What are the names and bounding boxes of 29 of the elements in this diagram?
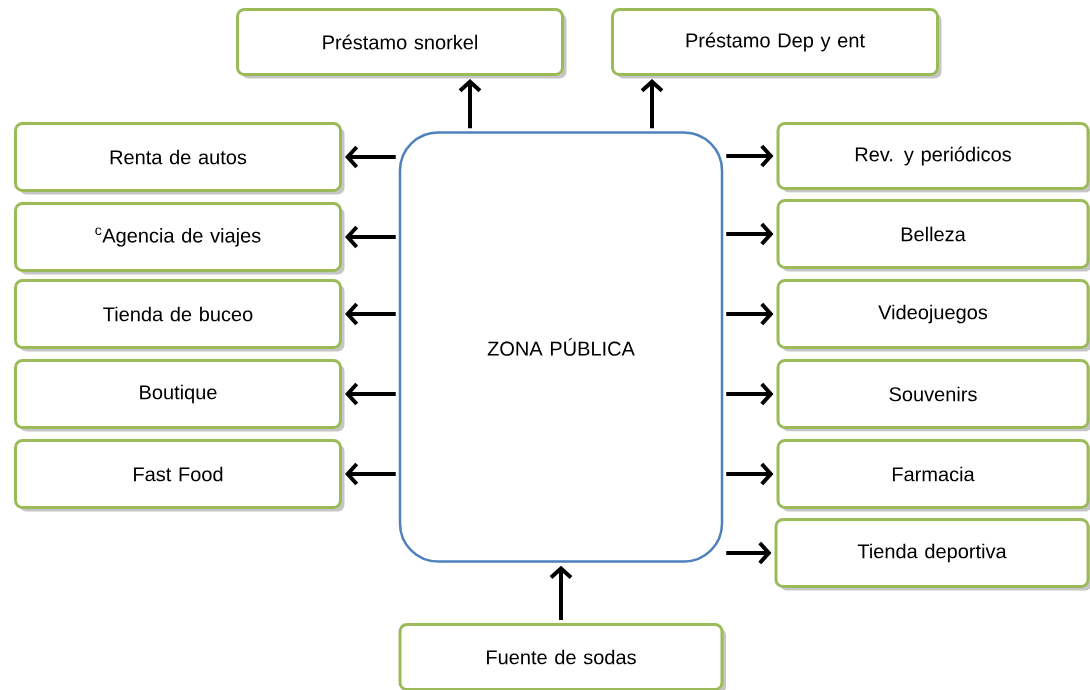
arrow [345, 382, 396, 406]
service-box: Renta de autos [14, 122, 345, 195]
arrow [726, 222, 774, 246]
service-box: Tienda de buceo [14, 279, 345, 352]
arrow [458, 79, 482, 129]
arrow [345, 302, 396, 326]
service-box: Boutique [14, 359, 345, 432]
arrow [640, 79, 664, 129]
service-box: Fast Food [14, 439, 345, 512]
service-box: Tienda deportiva [774, 518, 1090, 591]
arrow [726, 302, 774, 326]
arrow [726, 462, 774, 486]
zone-box: ZONA PÚBLICA [398, 131, 724, 563]
service-box: Préstamo Dep y ent [611, 8, 942, 79]
service-box: Rev. y periódicos [776, 122, 1090, 193]
service-box: Fuente de sodas [398, 623, 726, 690]
service-box: Videojuegos [776, 279, 1090, 352]
service-box: Belleza [776, 199, 1090, 272]
service-box: Préstamo snorkel [236, 8, 567, 79]
arrow [345, 225, 396, 249]
arrow [549, 565, 573, 620]
arrow [345, 145, 396, 169]
arrow [726, 144, 774, 168]
service-box: Souvenirs [776, 359, 1090, 432]
arrow [726, 382, 774, 406]
service-box: Farmacia [776, 439, 1090, 512]
service-box: $^{c}$Agencia de viajes [14, 202, 345, 275]
arrow [345, 462, 396, 486]
arrow [726, 541, 772, 565]
